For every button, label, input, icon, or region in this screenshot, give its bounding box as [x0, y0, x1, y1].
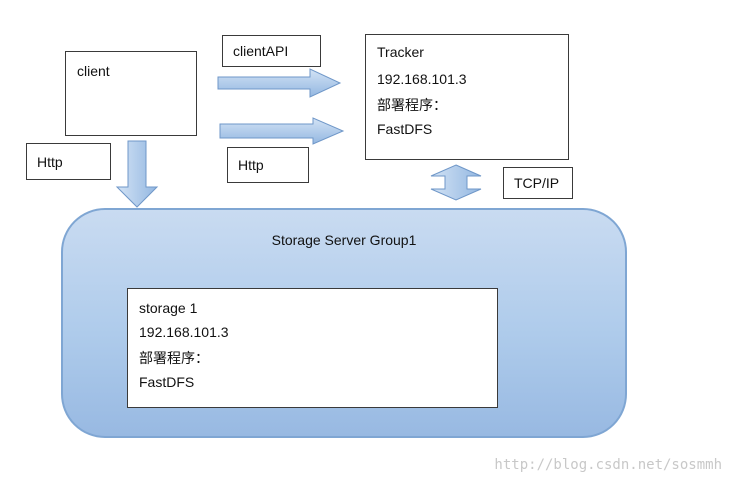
client-to-tracker-arrow [217, 68, 342, 98]
client-http-label: Http [37, 153, 63, 170]
storage-ip: 192.168.101.3 [139, 324, 229, 340]
storage-title: storage 1 [139, 300, 198, 316]
tcpip-label-box: TCP/IP [503, 167, 573, 199]
client-to-storage-arrow [115, 140, 159, 208]
tracker-http-label: Http [238, 157, 264, 173]
client-http-label-box: Http [26, 143, 111, 180]
tracker-deploy-label: 部署程序： [377, 97, 447, 113]
storage-node: storage 1 192.168.101.3 部署程序： FastDFS [127, 288, 498, 408]
storage-deploy-label: 部署程序： [139, 350, 209, 366]
storage-group-title: Storage Server Group1 [271, 232, 417, 248]
tracker-title: Tracker [377, 44, 424, 60]
tracker-ip: 192.168.101.3 [377, 71, 467, 87]
storage-program: FastDFS [139, 374, 195, 390]
client-api-label-box: clientAPI [222, 35, 321, 67]
tcpip-label: TCP/IP [514, 175, 560, 191]
client-node: client [65, 51, 197, 136]
client-api-label: clientAPI [233, 43, 289, 59]
tracker-node: Tracker 192.168.101.3 部署程序： FastDFS [365, 34, 569, 160]
watermark-url: http://blog.csdn.net/sosmmh [494, 457, 722, 473]
tracker-http-label-box: Http [227, 147, 309, 183]
http-to-tracker-arrow [219, 117, 345, 145]
tracker-storage-double-arrow [430, 164, 482, 201]
client-label: client [77, 63, 110, 79]
tracker-program: FastDFS [377, 121, 433, 137]
